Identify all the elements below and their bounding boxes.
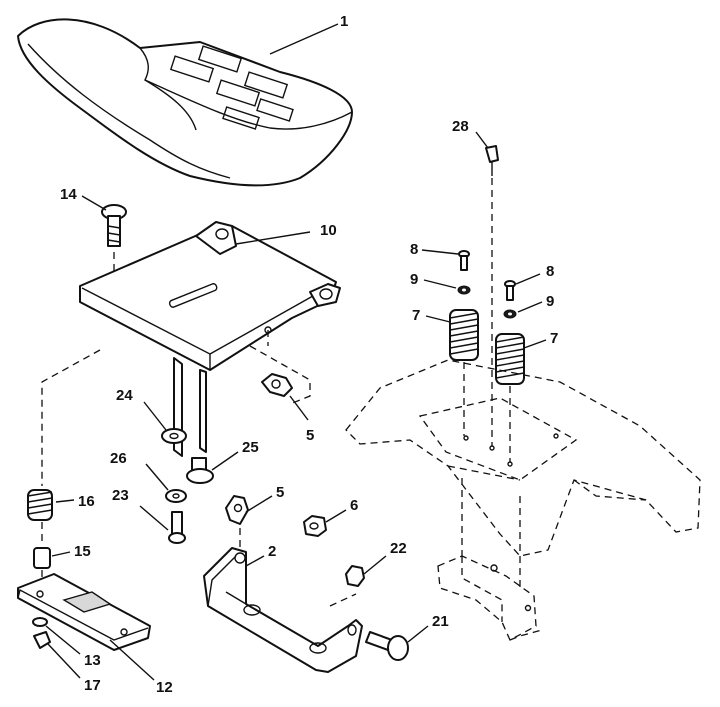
clip-part-5-lower	[225, 495, 273, 525]
slide-plate-part-12	[17, 573, 155, 681]
washer-part-9-right	[503, 301, 543, 319]
callout-9a: 9	[410, 271, 418, 288]
callout-21: 21	[432, 613, 449, 630]
callout-13: 13	[84, 652, 101, 669]
callout-23: 23	[112, 487, 129, 504]
callout-16: 16	[78, 493, 95, 510]
callout-8b: 8	[546, 263, 554, 280]
callout-7b: 7	[550, 330, 558, 347]
callout-26: 26	[110, 450, 127, 467]
callout-6: 6	[350, 497, 358, 514]
callout-24: 24	[116, 387, 133, 404]
callout-22: 22	[390, 540, 407, 557]
callout-5a: 5	[306, 427, 314, 444]
callout-15: 15	[74, 543, 91, 560]
callout-9b: 9	[546, 293, 554, 310]
spring-part-7-left	[425, 309, 479, 436]
bushing-part-15	[33, 547, 71, 584]
seat-part-1	[17, 18, 353, 187]
washer-part-26	[145, 463, 187, 503]
pin-part-28	[475, 131, 499, 446]
callout-8a: 8	[410, 241, 418, 258]
clip-part-17	[33, 631, 81, 679]
callout-labels: 1 28 14 10 8 9 8 9 7 7 24 5 26 25 16 23 …	[60, 13, 558, 696]
callout-7a: 7	[412, 307, 420, 324]
bracket-part-2	[203, 528, 363, 673]
callout-28: 28	[452, 118, 469, 135]
nut-part-6	[303, 509, 347, 537]
fender-frame	[345, 359, 701, 588]
callout-10: 10	[320, 222, 337, 239]
spring-part-16	[27, 489, 75, 546]
bolt-part-21	[365, 625, 429, 661]
callout-5b: 5	[276, 484, 284, 501]
bolt-part-23	[139, 505, 186, 544]
callout-14: 14	[60, 186, 77, 203]
bolt-part-8-left	[421, 249, 470, 271]
callout-17: 17	[84, 677, 101, 694]
spring-part-7-right	[495, 333, 547, 462]
callout-1: 1	[340, 13, 348, 30]
callout-25: 25	[242, 439, 259, 456]
callout-2: 2	[268, 543, 276, 560]
clip-part-5-upper	[261, 373, 309, 421]
washer-part-9-left	[423, 279, 471, 295]
seat-pan-part-10	[79, 221, 341, 457]
mount-bracket	[437, 555, 543, 641]
bolt-part-25	[186, 451, 239, 484]
bolt-part-8-right	[504, 273, 541, 301]
nut-part-22	[345, 555, 387, 587]
washer-part-13	[32, 617, 81, 655]
callout-12: 12	[156, 679, 173, 696]
washer-part-24	[143, 401, 187, 444]
